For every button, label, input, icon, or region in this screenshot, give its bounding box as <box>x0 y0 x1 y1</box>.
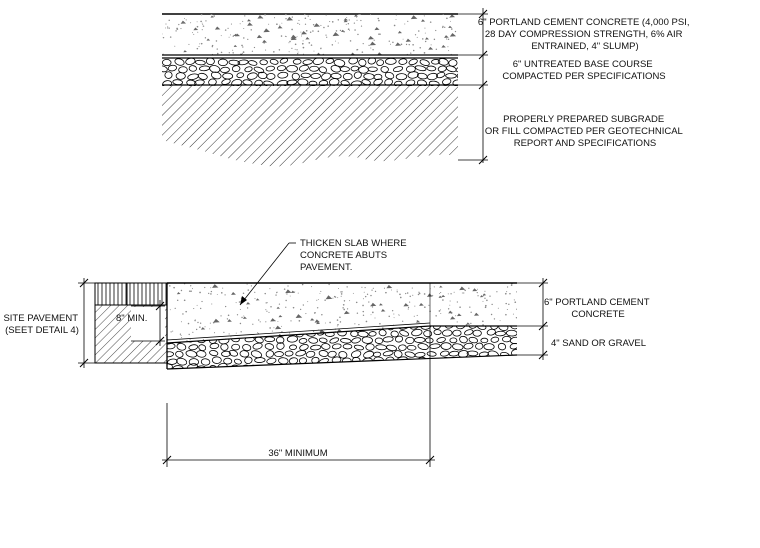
min-depth-label: 8" MIN. <box>116 313 147 324</box>
top-concrete-layer <box>162 13 458 59</box>
min-depth-dimension <box>131 300 165 346</box>
bottom-concrete-slab <box>166 282 517 369</box>
site-pavement-label: SITE PAVEMENT (SEET DETAIL 4) <box>3 313 80 336</box>
bottom-sand-gravel-label: 4" SAND OR GRAVEL <box>551 338 646 349</box>
bottom-concrete-label: 6" PORTLAND CEMENT CONCRETE <box>544 297 652 320</box>
top-subgrade-layer <box>162 85 458 167</box>
top-base-course-label: 6" UNTREATED BASE COURSE COMPACTED PER S… <box>502 59 665 82</box>
top-section: 6" PORTLAND CEMENT CONCRETE (4,000 PSI, … <box>162 8 692 167</box>
top-concrete-label: 6" PORTLAND CEMENT CONCRETE (4,000 PSI, … <box>478 17 692 52</box>
site-pavement-dimension <box>78 278 95 368</box>
bottom-section: 8" MIN. SITE PAVEMENT (SEET DETAIL 4) 6"… <box>3 238 652 467</box>
width-label: 36" MINIMUM <box>268 448 327 459</box>
top-dimension-lines <box>458 8 488 165</box>
top-subgrade-label: PROPERLY PREPARED SUBGRADE OR FILL COMPA… <box>485 114 685 149</box>
thicken-slab-leader <box>239 242 296 306</box>
thicken-slab-callout: THICKEN SLAB WHERE CONCRETE ABUTS PAVEME… <box>300 238 409 273</box>
width-dimension <box>162 326 435 467</box>
bottom-right-dimension <box>517 278 548 360</box>
